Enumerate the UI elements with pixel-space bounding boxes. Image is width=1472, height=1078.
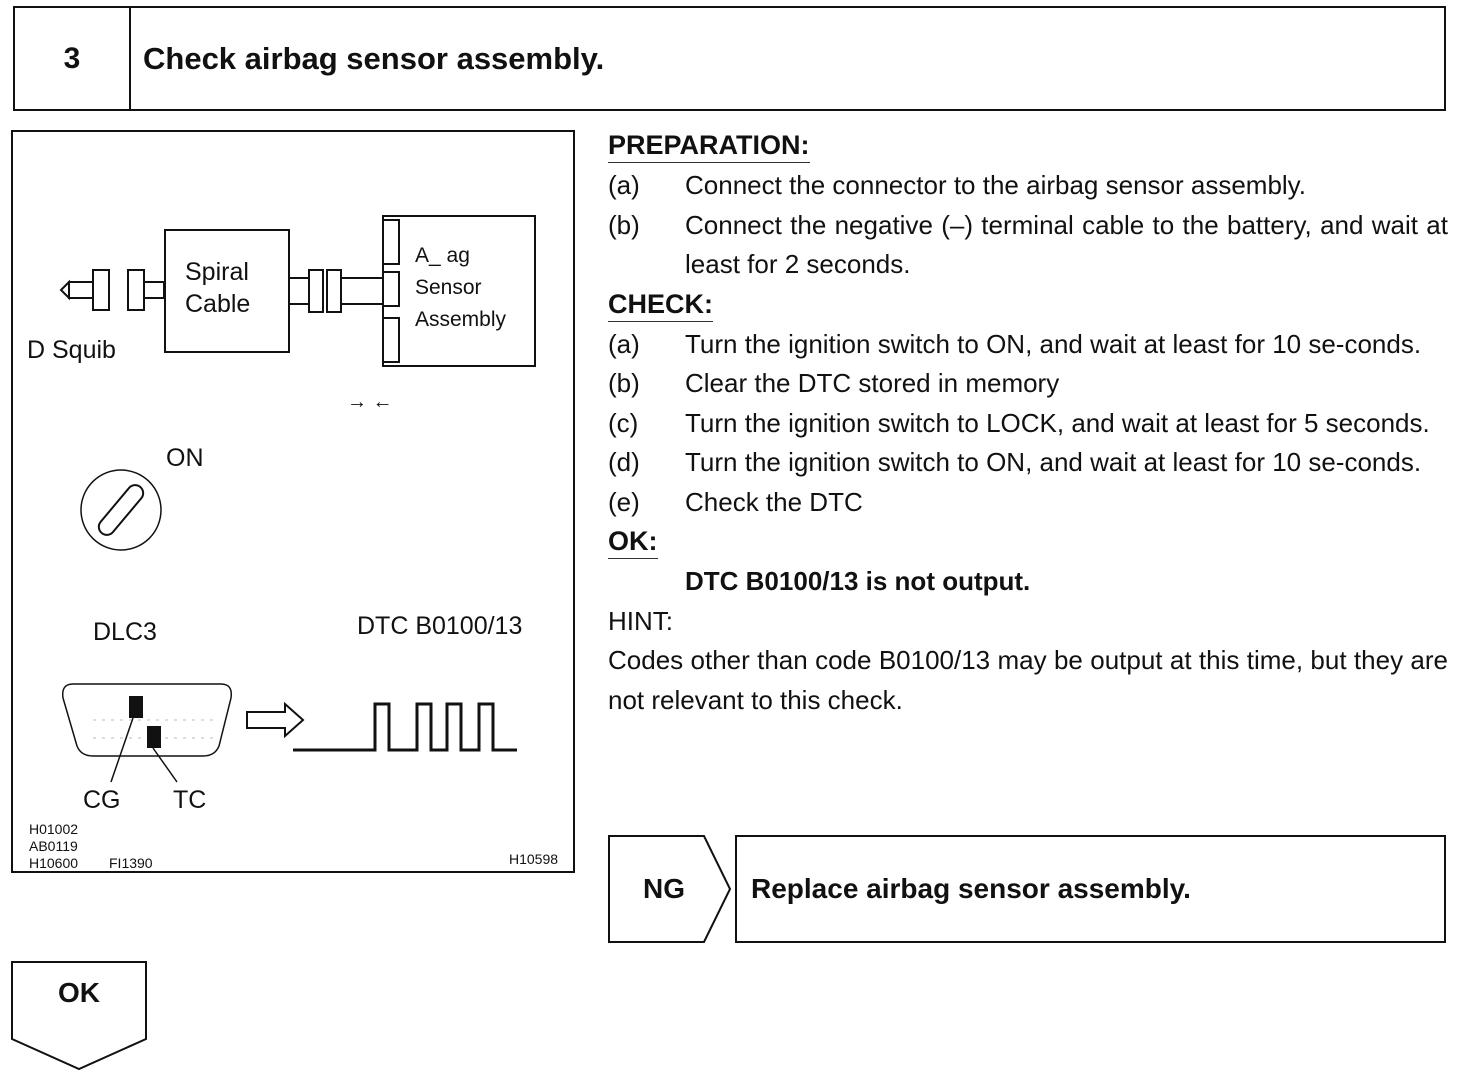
item-text: Connect the connector to the airbag sens… — [685, 170, 1306, 200]
ref-code-fi: FI1390 — [109, 855, 153, 871]
check-heading: CHECK: — [608, 287, 713, 322]
list-item: (d) Turn the ignition switch to ON, and … — [608, 443, 1448, 483]
list-item: (e) Check the DTC — [608, 483, 1448, 523]
preparation-heading: PREPARATION: — [608, 128, 810, 163]
cg-label: CG — [83, 786, 121, 814]
airbag-label-3: Assembly — [415, 308, 507, 331]
illustration-figure: Spiral Cable A_ ag Sensor Assembly D Squ… — [11, 130, 575, 873]
item-text: Turn the ignition switch to ON, and wait… — [685, 328, 1422, 359]
ng-result-box: Replace airbag sensor assembly. — [735, 835, 1446, 943]
ok-heading: OK: — [608, 524, 658, 559]
hint-text: Codes other than code B0100/13 may be ou… — [608, 645, 1448, 715]
procedure-text: PREPARATION: (a) Connect the connector t… — [608, 126, 1448, 720]
step-number: 3 — [15, 8, 131, 109]
ng-arrow-shape — [608, 835, 732, 943]
sensor-connector-pin-2 — [382, 271, 400, 307]
ng-label: NG — [643, 873, 685, 904]
item-label: (e) — [608, 486, 640, 517]
list-item: (a) Turn the ignition switch to ON, and … — [608, 325, 1448, 365]
step-header: 3 Check airbag sensor assembly. — [13, 6, 1446, 111]
airbag-label-1: A_ ag — [415, 244, 470, 267]
sensor-connector-pin-1 — [382, 219, 400, 265]
item-label: (a) — [608, 170, 640, 200]
item-label: (d) — [608, 447, 640, 477]
hint-heading: HINT: — [608, 605, 673, 636]
ref-code-1: H01002 — [29, 821, 78, 837]
dtc-waveform — [293, 702, 517, 752]
item-text: Check the DTC — [685, 486, 863, 517]
spiral-cable-label-1: Spiral — [185, 258, 249, 286]
spiral-cable-label-2: Cable — [185, 290, 250, 318]
item-text: Turn the ignition switch to ON, and wait… — [685, 447, 1422, 477]
ng-branch: NG — [608, 835, 733, 943]
item-label: (b) — [608, 209, 640, 240]
tc-label: TC — [173, 786, 206, 814]
ok-branch-label: OK — [58, 977, 100, 1008]
list-item: (c) Turn the ignition switch to LOCK, an… — [608, 404, 1448, 444]
d-squib-label: D Squib — [27, 336, 116, 364]
step-title: Check airbag sensor assembly. — [143, 40, 605, 76]
ok-criteria: DTC B0100/13 is not output. — [685, 566, 1031, 596]
list-item: (b) Clear the DTC stored in memory — [608, 364, 1448, 404]
ref-code-h: H10598 — [509, 851, 558, 867]
airbag-label-2: Sensor — [415, 276, 482, 299]
dlc3-label: DLC3 — [93, 618, 157, 646]
list-item: (b) Connect the negative (–) terminal ca… — [608, 206, 1448, 285]
ignition-switch-icon — [80, 469, 162, 551]
ok-branch: OK — [11, 961, 147, 1071]
cable-connector-icon — [288, 269, 384, 313]
ignition-on-label: ON — [166, 444, 204, 472]
wiring-diagram: Spiral Cable A_ ag Sensor Assembly D Squ… — [27, 215, 558, 871]
item-text: Clear the DTC stored in memory — [685, 368, 1060, 398]
disconnect-arrows: → ← — [347, 391, 393, 413]
ref-code-2: AB0119 — [29, 838, 78, 854]
item-label: (b) — [608, 368, 640, 398]
output-arrow-icon — [246, 701, 305, 739]
ok-arrow-shape — [11, 961, 147, 1071]
item-text: Turn the ignition switch to LOCK, and wa… — [685, 407, 1430, 438]
d-squib-connector-icon — [59, 269, 165, 311]
dlc3-connector-icon — [61, 683, 233, 783]
item-label: (c) — [608, 407, 639, 438]
dtc-code-label: DTC B0100/13 — [357, 612, 522, 640]
item-text: Connect the negative (–) terminal cable … — [685, 209, 1448, 280]
item-label: (a) — [608, 328, 640, 359]
ref-code-3: H10600 — [29, 855, 78, 871]
list-item: (a) Connect the connector to the airbag … — [608, 166, 1448, 206]
sensor-connector-pin-3 — [382, 317, 400, 363]
